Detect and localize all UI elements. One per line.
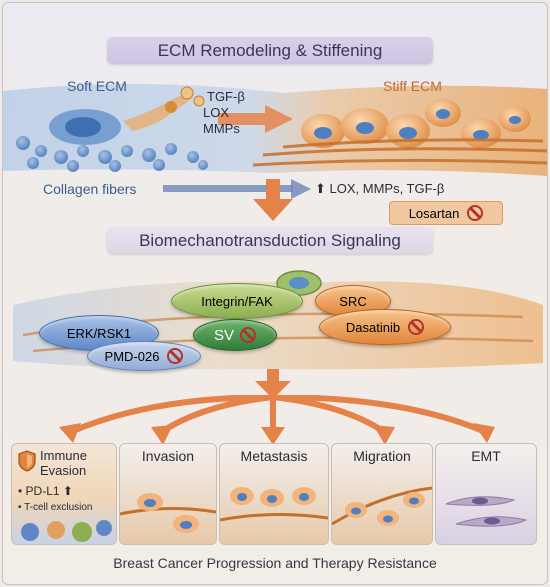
dasatinib-label: Dasatinib xyxy=(345,319,401,335)
down-arrow-2 xyxy=(255,369,291,399)
emt-cells xyxy=(445,496,528,527)
emt-panel: EMT xyxy=(435,443,537,545)
soft-ecm-label: Soft ECM xyxy=(67,78,127,94)
immune-title-line1: Immune xyxy=(40,448,87,463)
losartan-box: Losartan xyxy=(389,201,503,225)
migration-panel: Migration xyxy=(331,443,433,545)
pdl1-bullet: • PD-L1 ⬆ xyxy=(18,484,73,498)
immune-evasion-panel: Immune Evasion • PD-L1 ⬆ • T-cell exclus… xyxy=(11,443,117,545)
inhibition-icon xyxy=(240,327,256,343)
factor-lox: LOX xyxy=(203,105,230,120)
stiff-ecm-label: Stiff ECM xyxy=(383,78,442,94)
bottom-title: Breast Cancer Progression and Therapy Re… xyxy=(113,555,437,571)
immune-cells xyxy=(21,520,112,542)
dasatinib-oval: Dasatinib xyxy=(319,309,451,345)
shield-icon xyxy=(18,450,36,472)
invasion-cells xyxy=(120,493,216,533)
tcell-bullet: • T-cell exclusion xyxy=(18,502,93,513)
upregulated-factors: ⬆ LOX, MMPs, TGF-β xyxy=(315,181,445,196)
pmd-026-oval: PMD-026 xyxy=(87,341,201,371)
inhibition-icon xyxy=(467,205,484,221)
ecm-tissue-illustration xyxy=(3,83,547,176)
collagen-arrow xyxy=(163,179,311,199)
integrin-fak-oval: Integrin/FAK xyxy=(171,283,303,319)
biomechano-title: Biomechanotransduction Signaling xyxy=(107,227,433,254)
ecm-remodeling-title: ECM Remodeling & Stiffening xyxy=(107,37,433,64)
invasion-title: Invasion xyxy=(141,448,195,464)
integrin-fak-label: Integrin/FAK xyxy=(201,293,273,309)
losartan-label: Losartan xyxy=(408,205,460,221)
inhibition-icon xyxy=(408,319,425,335)
migration-cells xyxy=(332,486,432,526)
inhibition-icon xyxy=(167,348,184,364)
erk-rsk1-label: ERK/RSK1 xyxy=(66,325,132,341)
biomechano-title-text: Biomechanotransduction Signaling xyxy=(139,231,401,250)
factor-mmps: MMPs xyxy=(203,121,240,136)
pdl1-label: PD-L1 ⬆ xyxy=(25,484,73,498)
pmd-026-label: PMD-026 xyxy=(104,348,160,364)
ecm-remodeling-title-text: ECM Remodeling & Stiffening xyxy=(157,41,383,60)
metastasis-cells xyxy=(220,487,328,522)
emt-title: EMT xyxy=(471,448,501,464)
factor-tgfb: TGF-β xyxy=(207,89,245,104)
metastasis-panel: Metastasis xyxy=(219,443,329,545)
immune-title-line2: Evasion xyxy=(40,463,87,478)
metastasis-title: Metastasis xyxy=(240,448,308,464)
migration-title: Migration xyxy=(353,448,411,464)
tcell-label: T-cell exclusion xyxy=(24,502,93,513)
collagen-fibers-label: Collagen fibers xyxy=(43,181,137,197)
down-arrow-1 xyxy=(253,179,293,221)
sv-oval: SV xyxy=(193,319,277,351)
src-label: SRC xyxy=(339,293,367,309)
branching-arrows xyxy=(59,395,495,445)
sv-label: SV xyxy=(213,326,234,344)
invasion-panel: Invasion xyxy=(119,443,217,545)
